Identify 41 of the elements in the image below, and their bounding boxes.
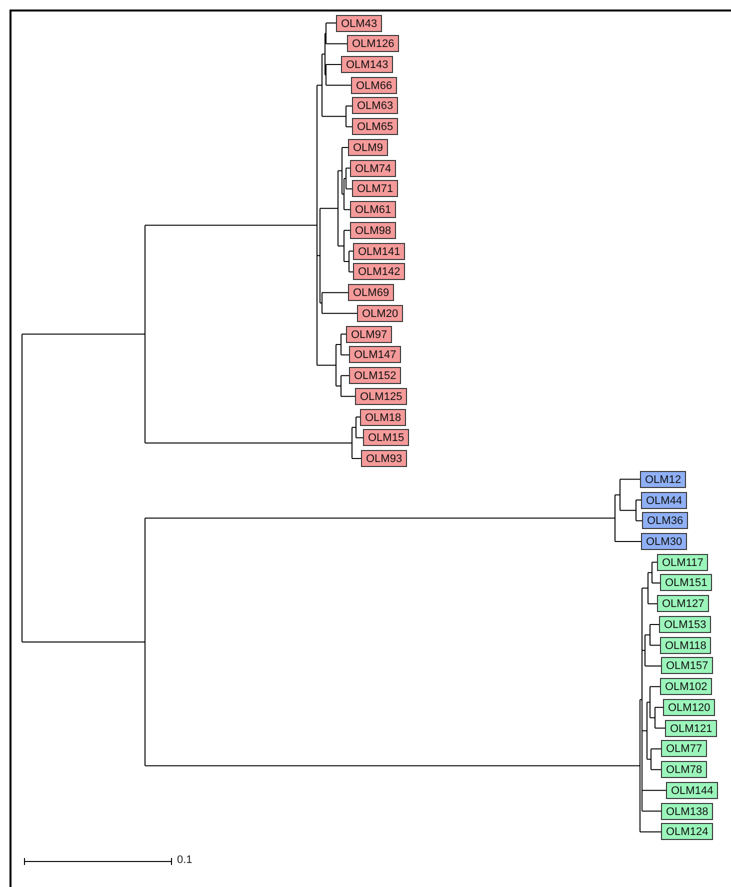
taxon-label: OLM44 — [641, 492, 688, 509]
taxon-label: OLM121 — [665, 720, 718, 737]
taxon-label: OLM15 — [363, 429, 410, 446]
taxon-label: OLM77 — [661, 740, 708, 758]
scale-value: 0.1 — [177, 854, 192, 866]
taxon-label: OLM9 — [348, 138, 388, 156]
taxon-label: OLM97 — [346, 326, 392, 343]
taxon-label: OLM71 — [352, 180, 398, 198]
taxon-label: OLM98 — [350, 222, 396, 239]
taxon-label: OLM69 — [348, 284, 394, 302]
taxon-label: OLM61 — [350, 201, 396, 218]
taxon-label: OLM20 — [357, 304, 404, 322]
taxon-label: OLM43 — [336, 14, 382, 32]
taxon-label: OLM151 — [660, 574, 712, 592]
taxon-label: OLM144 — [666, 782, 718, 799]
taxon-label: OLM18 — [360, 408, 406, 426]
taxon-label: OLM126 — [347, 35, 400, 52]
taxon-label: OLM120 — [663, 698, 716, 716]
taxon-label: OLM102 — [660, 678, 712, 696]
taxon-label: OLM12 — [640, 470, 686, 488]
taxon-label: OLM36 — [642, 512, 688, 530]
taxon-label: OLM93 — [361, 450, 408, 468]
taxon-label: OLM138 — [661, 802, 714, 820]
taxon-label: OLM65 — [352, 118, 398, 136]
taxon-label: OLM142 — [353, 263, 406, 280]
taxon-label: OLM78 — [661, 761, 708, 778]
taxon-label: OLM66 — [351, 76, 398, 94]
taxon-label: OLM74 — [350, 160, 396, 177]
taxon-label: OLM127 — [657, 595, 710, 612]
taxon-label: OLM117 — [657, 554, 708, 571]
taxon-label: OLM63 — [352, 97, 398, 114]
taxon-label: OLM141 — [353, 242, 406, 260]
taxon-label: OLM30 — [641, 533, 688, 550]
taxon-label: OLM118 — [660, 636, 712, 654]
taxon-label: OLM153 — [659, 616, 712, 633]
taxon-label: OLM157 — [661, 657, 714, 674]
taxon-label: OLM152 — [349, 367, 402, 384]
taxon-label: OLM125 — [355, 388, 408, 405]
taxon-label: OLM143 — [341, 56, 394, 73]
taxon-label: OLM124 — [661, 823, 714, 840]
taxon-label: OLM147 — [349, 346, 402, 364]
